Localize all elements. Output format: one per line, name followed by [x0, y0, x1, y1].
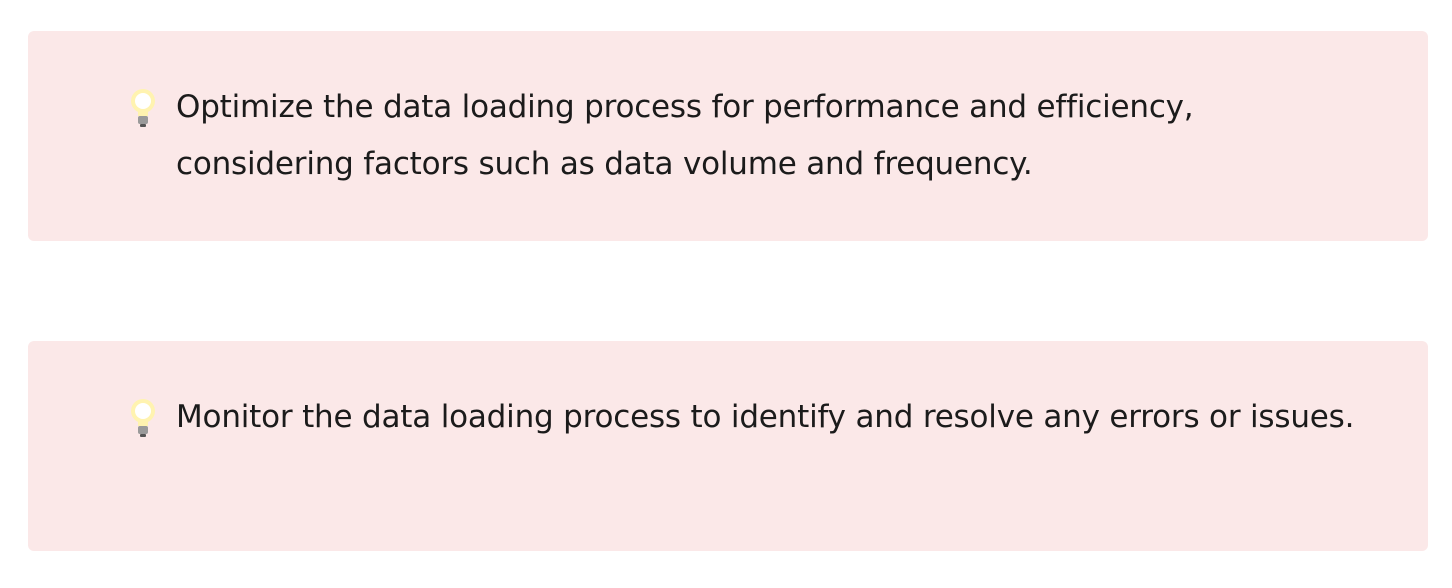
- callout-text: Optimize the data loading process for pe…: [176, 89, 1194, 182]
- lightbulb-icon: [128, 397, 158, 443]
- callout-tip: Optimize the data loading process for pe…: [28, 31, 1428, 241]
- callout-text: Monitor the data loading process to iden…: [176, 399, 1355, 435]
- callout-tip: Monitor the data loading process to iden…: [28, 341, 1428, 551]
- lightbulb-icon: [128, 87, 158, 133]
